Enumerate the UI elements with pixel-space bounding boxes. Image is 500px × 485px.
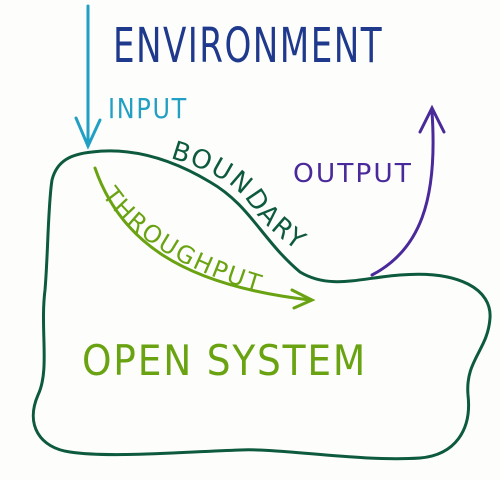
environment-label: Environment <box>113 18 383 74</box>
boundary-label: Boundary <box>168 136 312 257</box>
open-system-label: Open System <box>82 336 367 385</box>
output-label: Output <box>293 159 413 189</box>
output-arrow-icon <box>370 104 446 277</box>
throughput-arrow-icon <box>93 166 316 310</box>
input-arrow-icon <box>74 4 102 150</box>
boundary-label-path: Boundary <box>168 136 310 257</box>
input-label: Input <box>108 92 188 125</box>
system-boundary-outline <box>31 149 492 461</box>
